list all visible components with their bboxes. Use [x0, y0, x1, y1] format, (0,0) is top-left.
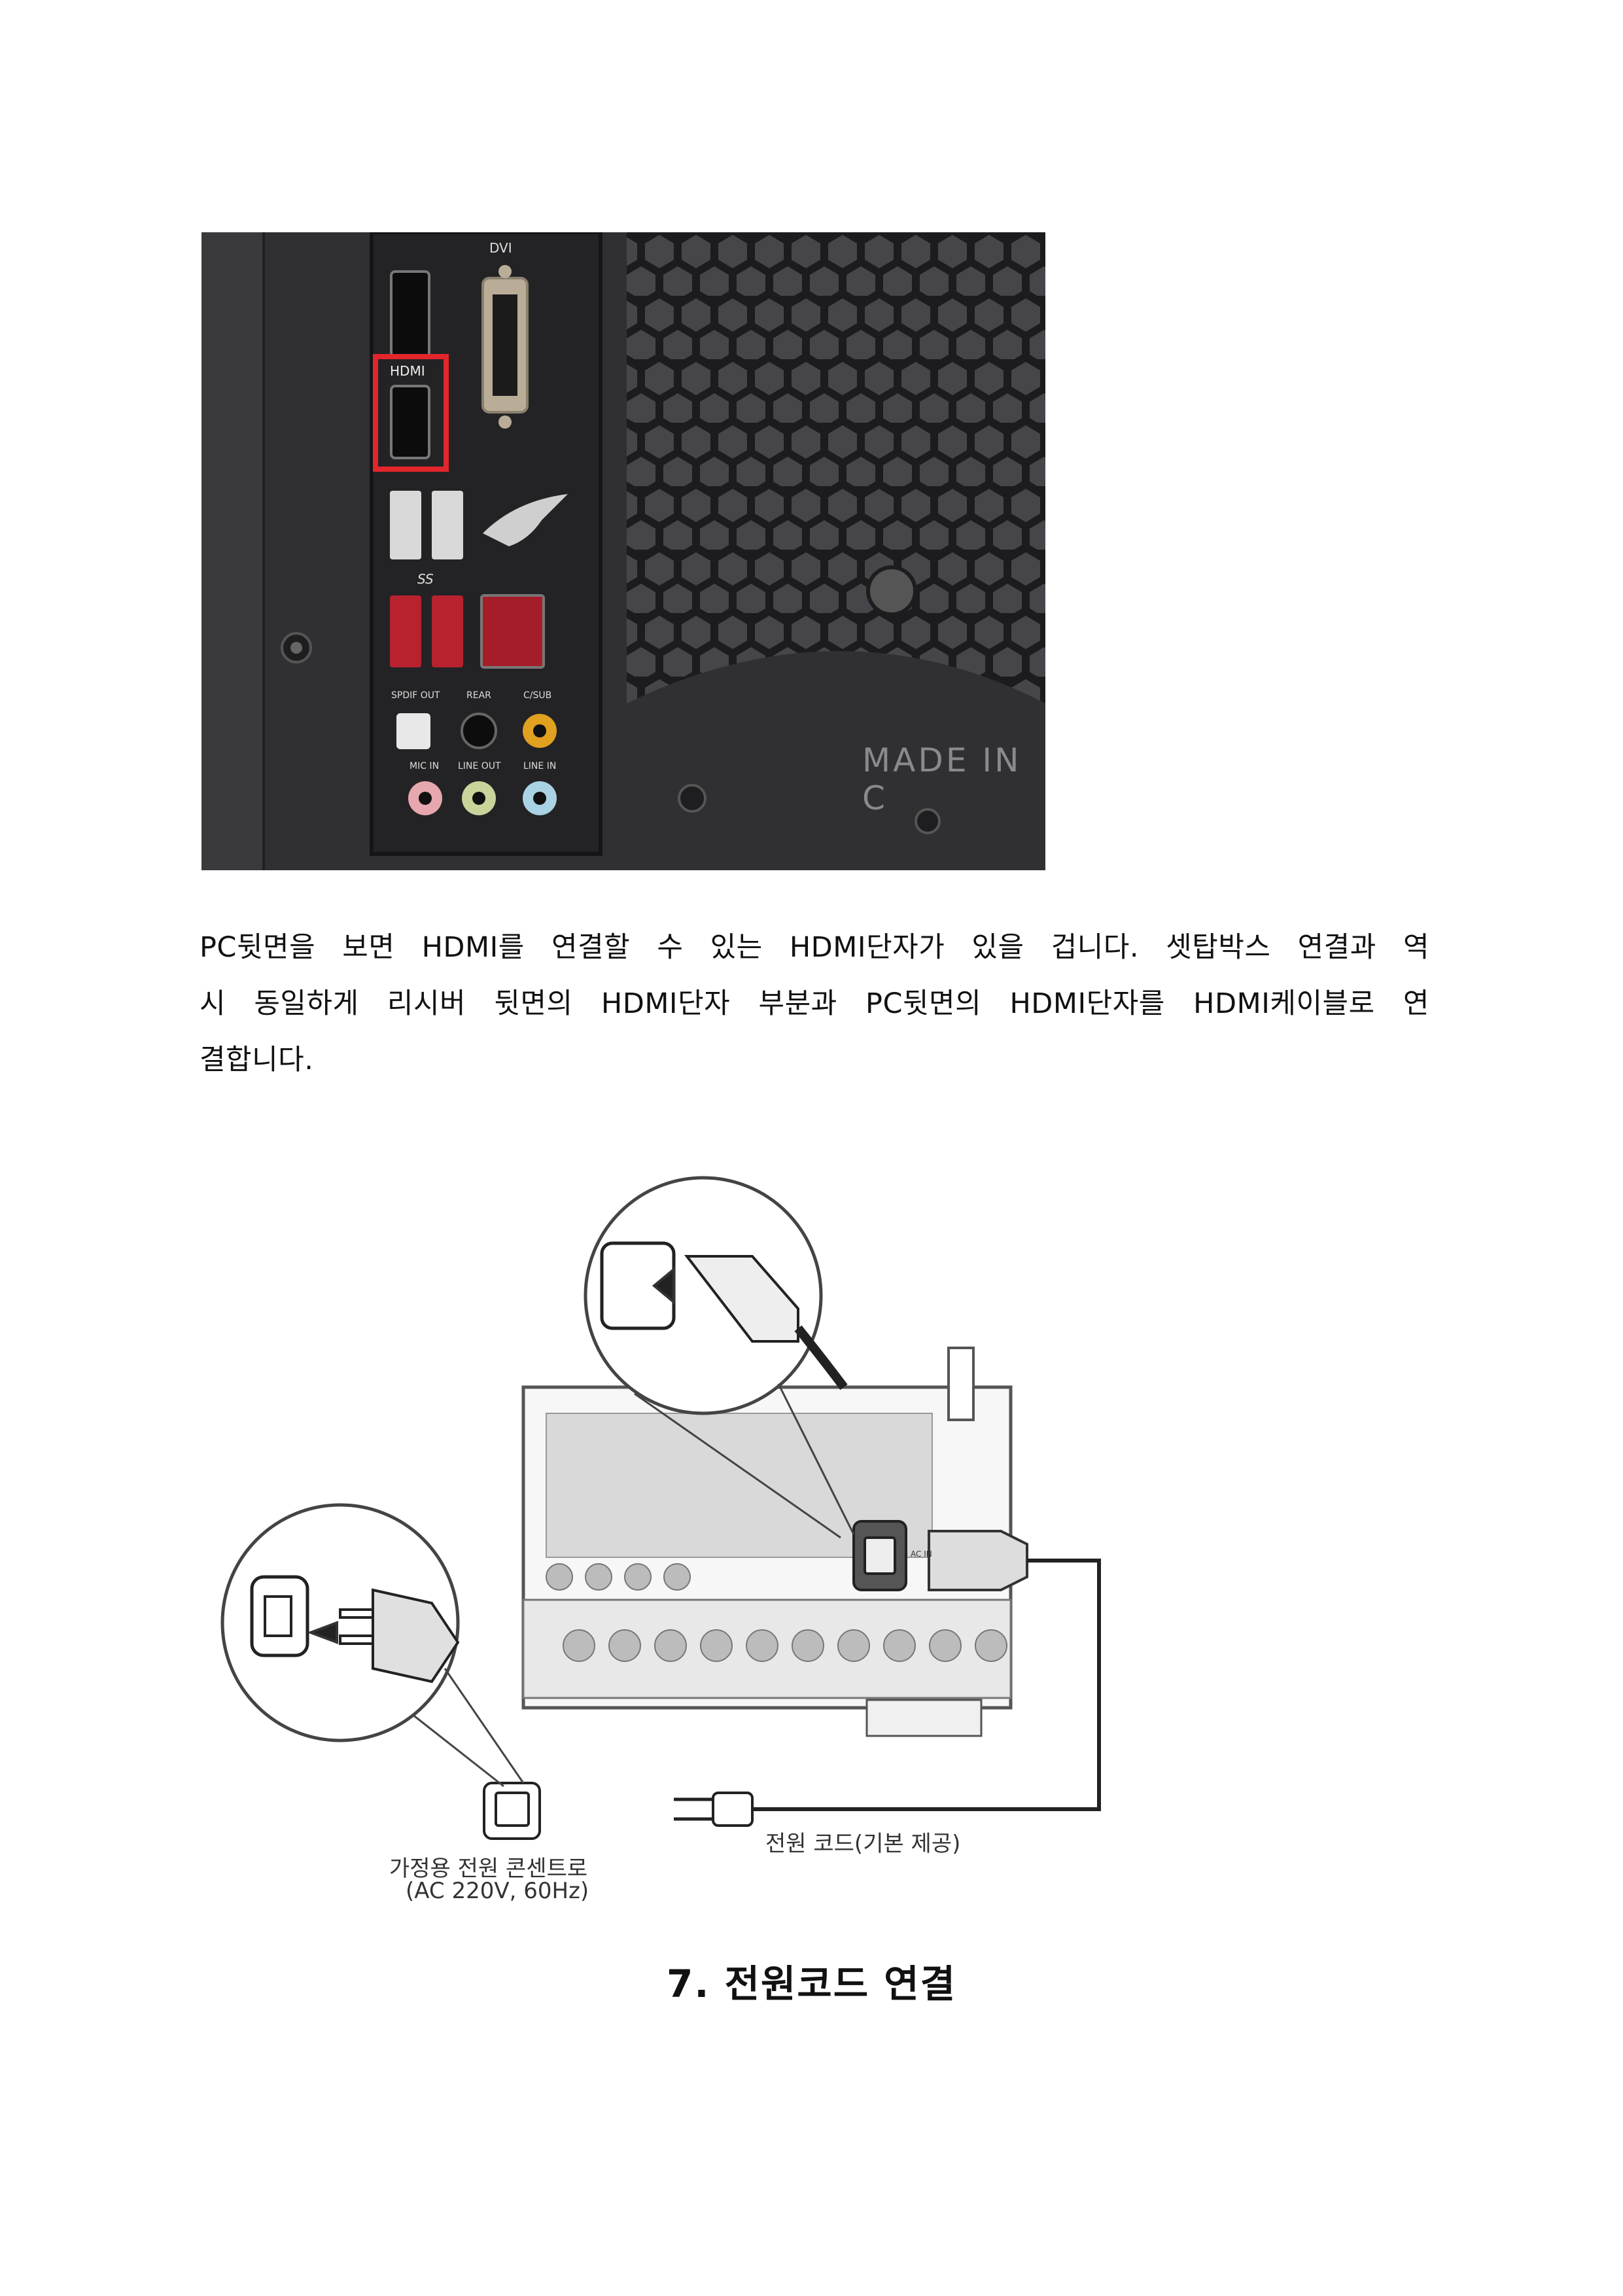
- line-in-label: LINE IN: [523, 761, 557, 771]
- hdmi-port-label: HDMI: [390, 363, 425, 379]
- body-paragraph: PC뒷면을 보면 HDMI를 연결할 수 있는 HDMI단자가 있을 겁니다. …: [200, 919, 1429, 1088]
- power-cord-label: 전원 코드(기본 제공): [765, 1831, 961, 1857]
- spdif-out-label: SPDIF OUT: [391, 690, 440, 701]
- ac-in-label: AC IN: [911, 1549, 932, 1559]
- csub-label: C/SUB: [523, 690, 552, 701]
- section-heading: 7. 전원코드 연결: [667, 1962, 956, 2006]
- dvi-label: DVI: [489, 240, 512, 256]
- mic-in-label: MIC IN: [410, 761, 440, 771]
- rear-label: REAR: [466, 690, 491, 701]
- line-out-label: LINE OUT: [458, 761, 501, 771]
- outlet-label-line1: 가정용 전원 콘센트로: [389, 1856, 588, 1882]
- ss10-label: SS: [417, 571, 434, 587]
- paragraph-line-3: 결합니다.: [200, 1044, 314, 1076]
- pc-rear-panel-photo: DVI HDMI SS SPDIF OUT REAR C/SUB MIC IN …: [201, 232, 1045, 870]
- paragraph-line-2: 시 동일하게 리시버 뒷면의 HDMI단자 부분과 PC뒷면의 HDMI단자를 …: [200, 987, 1429, 1020]
- outlet-label-line2: (AC 220V, 60Hz): [406, 1878, 589, 1904]
- made-in-label: MADE IN C: [862, 741, 1022, 817]
- power-cord-diagram: AC IN 전원 코드(기본 제공) 가정용 전원 콘센트로 (AC 220V,…: [216, 1171, 1132, 1917]
- paragraph-line-1: PC뒷면을 보면 HDMI를 연결할 수 있는 HDMI단자가 있을 겁니다. …: [200, 931, 1429, 964]
